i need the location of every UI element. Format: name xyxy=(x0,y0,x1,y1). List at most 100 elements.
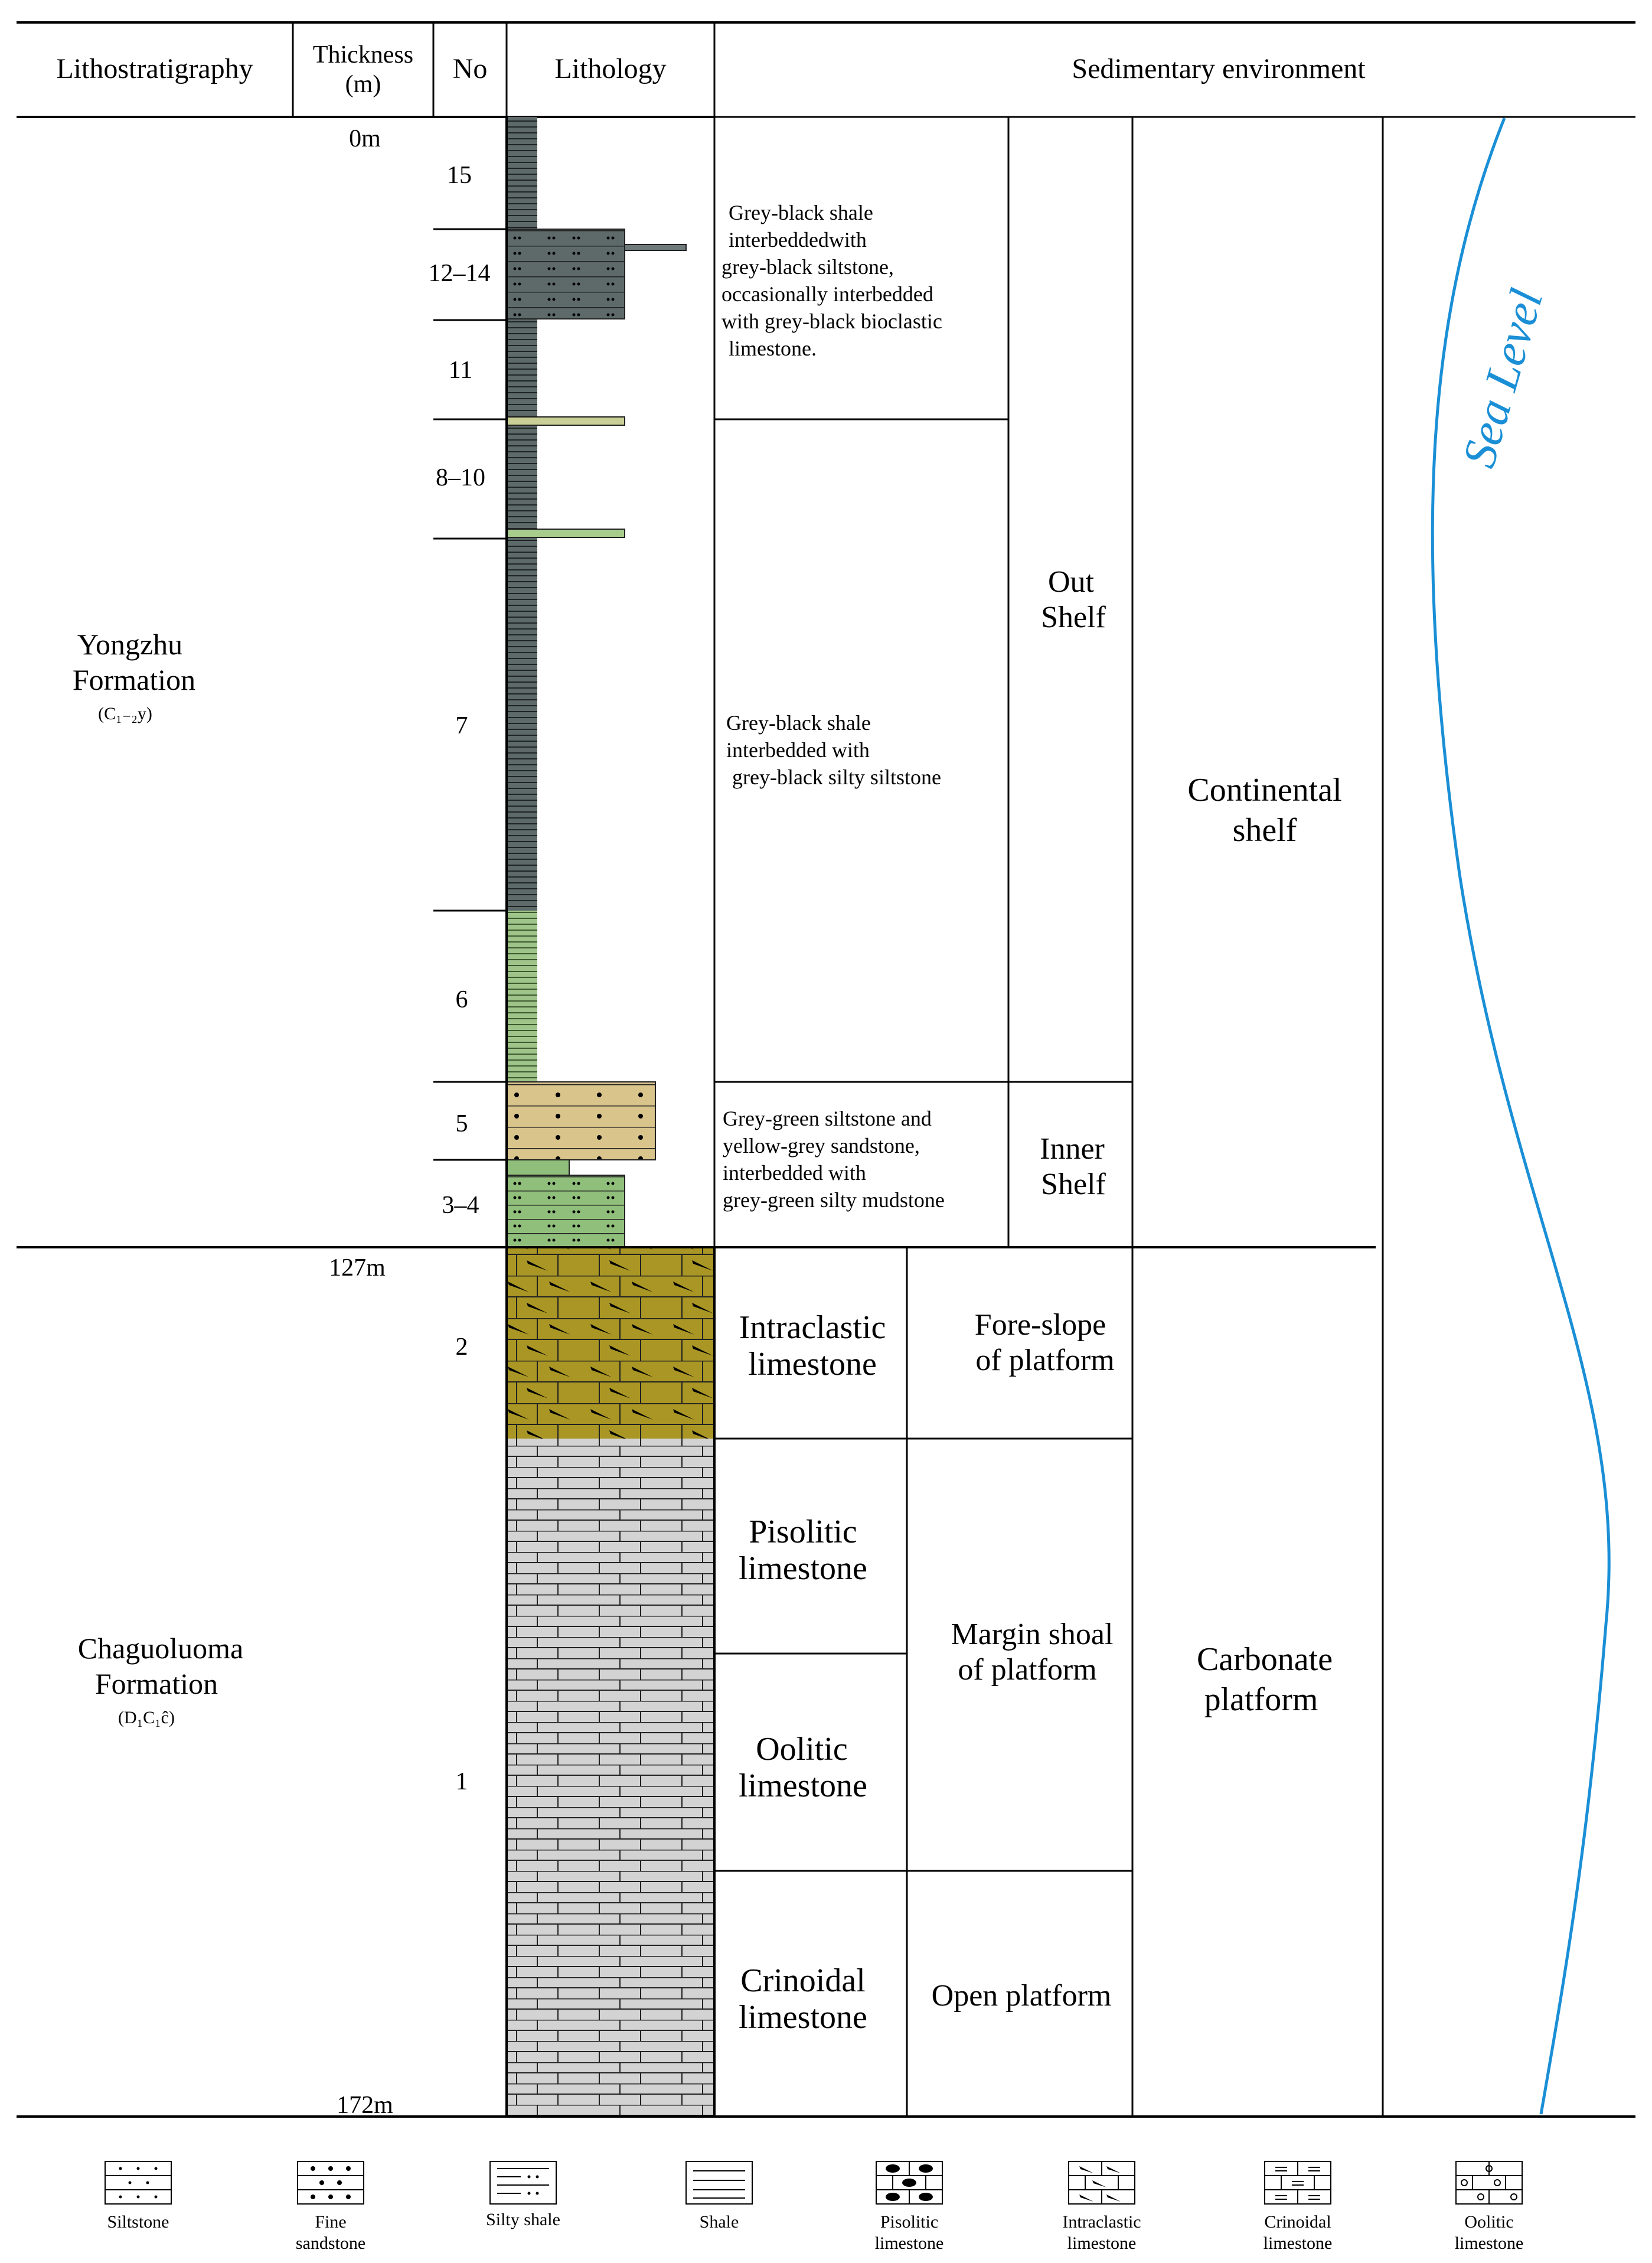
description-upper-line: occasionally interbedded xyxy=(721,282,933,306)
siltstone-bed-12-14 xyxy=(506,229,625,319)
legend-intraclastic-label-2: limestone xyxy=(1067,2233,1137,2253)
legend-item: Siltstone xyxy=(105,2161,172,2232)
layer-number-1: 1 xyxy=(456,1768,468,1795)
siltstone-stringer-lower xyxy=(506,529,625,538)
layer-number-6: 6 xyxy=(456,986,468,1013)
description-upper-line: limestone. xyxy=(729,337,817,360)
legend-oolitic-label: Oolitic xyxy=(1464,2212,1513,2232)
legend-item: Oolitic limestone xyxy=(1455,2161,1524,2253)
lithology-crinoidal-label: Crinoidal xyxy=(740,1962,866,1999)
legend-item: Pisolitic limestone xyxy=(875,2161,943,2253)
env-margin-shoal-2: of platform xyxy=(958,1653,1096,1687)
legend-item: Silty shale xyxy=(486,2161,560,2229)
formation-yongzhu-symbol: (C₁₋₂y) xyxy=(98,704,152,723)
lithology-pisolitic-label-2: limestone xyxy=(739,1550,867,1587)
lithology-oolitic-label: Oolitic xyxy=(756,1731,848,1768)
env-continental-shelf-2: shelf xyxy=(1233,812,1297,849)
formation-chaguoluoma-name: Chaguoluoma xyxy=(78,1632,244,1665)
layer-number-2: 2 xyxy=(456,1333,468,1361)
bioclastic-limestone-stringer xyxy=(624,244,687,251)
shale-icon xyxy=(685,2161,753,2205)
layer-number-3-4: 3–4 xyxy=(442,1192,479,1219)
header-sedimentary-environment: Sedimentary environment xyxy=(1072,53,1366,84)
limestone-bed-1 xyxy=(507,1439,714,2117)
env-fore-slope-2: of platform xyxy=(975,1344,1114,1377)
description-middle-line: grey-black silty siltstone xyxy=(732,765,941,789)
layer-number-ticks xyxy=(433,228,507,1161)
oolitic-limestone-icon xyxy=(1455,2161,1523,2205)
env-margin-shoal: Margin shoal xyxy=(951,1618,1114,1651)
env-inner-shelf: Inner xyxy=(1040,1132,1105,1166)
depth-bottom-label: 172m xyxy=(337,2092,393,2119)
intraclastic-limestone-bed xyxy=(507,1247,714,1439)
legend-oolitic-label-2: limestone xyxy=(1455,2233,1524,2253)
intraclastic-limestone-icon xyxy=(1068,2161,1135,2205)
env-fore-slope: Fore-slope xyxy=(975,1308,1106,1342)
lithology-crinoidal-label-2: limestone xyxy=(739,1999,867,2036)
lithology-pisolitic-label: Pisolitic xyxy=(749,1514,857,1550)
env-open-platform: Open platform xyxy=(932,1979,1112,2013)
legend-siltstone-label: Siltstone xyxy=(107,2212,169,2232)
siltstone-bed-3-4 xyxy=(506,1175,625,1248)
description-upper: Grey-black shale interbeddedwith grey-bl… xyxy=(721,201,942,360)
formation-yongzhu-name: Yongzhu xyxy=(77,628,182,661)
legend-item: Fine sandstone xyxy=(296,2161,365,2253)
header-no: No xyxy=(453,53,488,84)
silty-mudstone-bed xyxy=(506,1159,570,1176)
silty-shale-icon xyxy=(489,2161,557,2205)
sandstone-bed-5 xyxy=(506,1081,656,1160)
header-lithology: Lithology xyxy=(554,53,666,84)
header-lithostratigraphy: Lithostratigraphy xyxy=(56,53,253,84)
lithology-intraclastic-label: Intraclastic xyxy=(739,1309,886,1346)
sea-level-line xyxy=(1431,118,1611,2115)
legend: Siltstone Fine sandstone xyxy=(105,2161,1523,2253)
formation-chaguoluoma: Chaguoluoma Formation (D₁C₁ĉ) xyxy=(78,1632,244,1727)
env-carbonate-platform: Carbonate xyxy=(1197,1641,1333,1678)
siltstone-icon xyxy=(105,2161,172,2205)
formation-yongzhu-label: Formation xyxy=(73,663,195,696)
legend-intraclastic-label: Intraclastic xyxy=(1062,2212,1141,2232)
description-lower-line: Grey-green siltstone and xyxy=(723,1107,932,1130)
green-shale-band xyxy=(507,911,537,1082)
layer-number-11: 11 xyxy=(449,357,472,384)
legend-crinoidal-label-2: limestone xyxy=(1264,2233,1333,2253)
layer-number-5: 5 xyxy=(456,1110,468,1137)
legend-crinoidal-label: Crinoidal xyxy=(1264,2212,1331,2232)
env-inner-shelf-2: Shelf xyxy=(1041,1168,1106,1201)
fine-sandstone-icon xyxy=(297,2161,364,2205)
legend-item: Shale xyxy=(685,2161,753,2232)
header: Lithostratigraphy Thickness (m) No Litho… xyxy=(17,21,1635,118)
layer-number-15: 15 xyxy=(447,162,472,189)
depth-boundary-label: 127m xyxy=(329,1254,386,1282)
layer-number-7: 7 xyxy=(456,712,468,739)
legend-shale-label: Shale xyxy=(700,2212,739,2232)
lithology-column xyxy=(505,117,716,2117)
formation-yongzhu: Yongzhu Formation (C₁₋₂y) xyxy=(73,628,195,723)
description-middle-line: Grey-black shale xyxy=(726,711,871,735)
formation-chaguoluoma-symbol: (D₁C₁ĉ) xyxy=(118,1708,175,1727)
pisolitic-limestone-icon xyxy=(876,2161,943,2205)
description-middle: Grey-black shale interbedded with grey-b… xyxy=(726,711,941,789)
legend-item: Crinoidal limestone xyxy=(1264,2161,1333,2253)
header-thickness-unit: (m) xyxy=(345,71,381,98)
legend-pisolitic-label: Pisolitic xyxy=(880,2212,938,2232)
formation-chaguoluoma-label: Formation xyxy=(95,1667,218,1700)
legend-item: Intraclastic limestone xyxy=(1062,2161,1141,2253)
env-continental-shelf: Continental xyxy=(1187,772,1341,808)
sea-level-curve: Sea Level xyxy=(1431,118,1611,2115)
lithology-oolitic-label-2: limestone xyxy=(739,1768,867,1804)
legend-fine-sandstone-label-2: sandstone xyxy=(296,2233,365,2253)
env-out-shelf-2: Shelf xyxy=(1041,601,1106,634)
layer-number-12-14: 12–14 xyxy=(429,260,491,287)
environment-grid xyxy=(17,117,1635,2118)
legend-silty-shale-label: Silty shale xyxy=(486,2210,560,2229)
depth-top-label: 0m xyxy=(349,125,381,152)
description-middle-line: interbedded with xyxy=(726,738,870,762)
sea-level-label: Sea Level xyxy=(1453,283,1553,473)
lithology-intraclastic-label-2: limestone xyxy=(748,1346,877,1382)
description-lower: Grey-green siltstone and yellow-grey san… xyxy=(723,1107,945,1212)
description-lower-line: yellow-grey sandstone, xyxy=(723,1134,920,1157)
description-upper-line: with grey-black bioclastic xyxy=(721,309,942,333)
legend-fine-sandstone-label: Fine xyxy=(315,2212,346,2232)
